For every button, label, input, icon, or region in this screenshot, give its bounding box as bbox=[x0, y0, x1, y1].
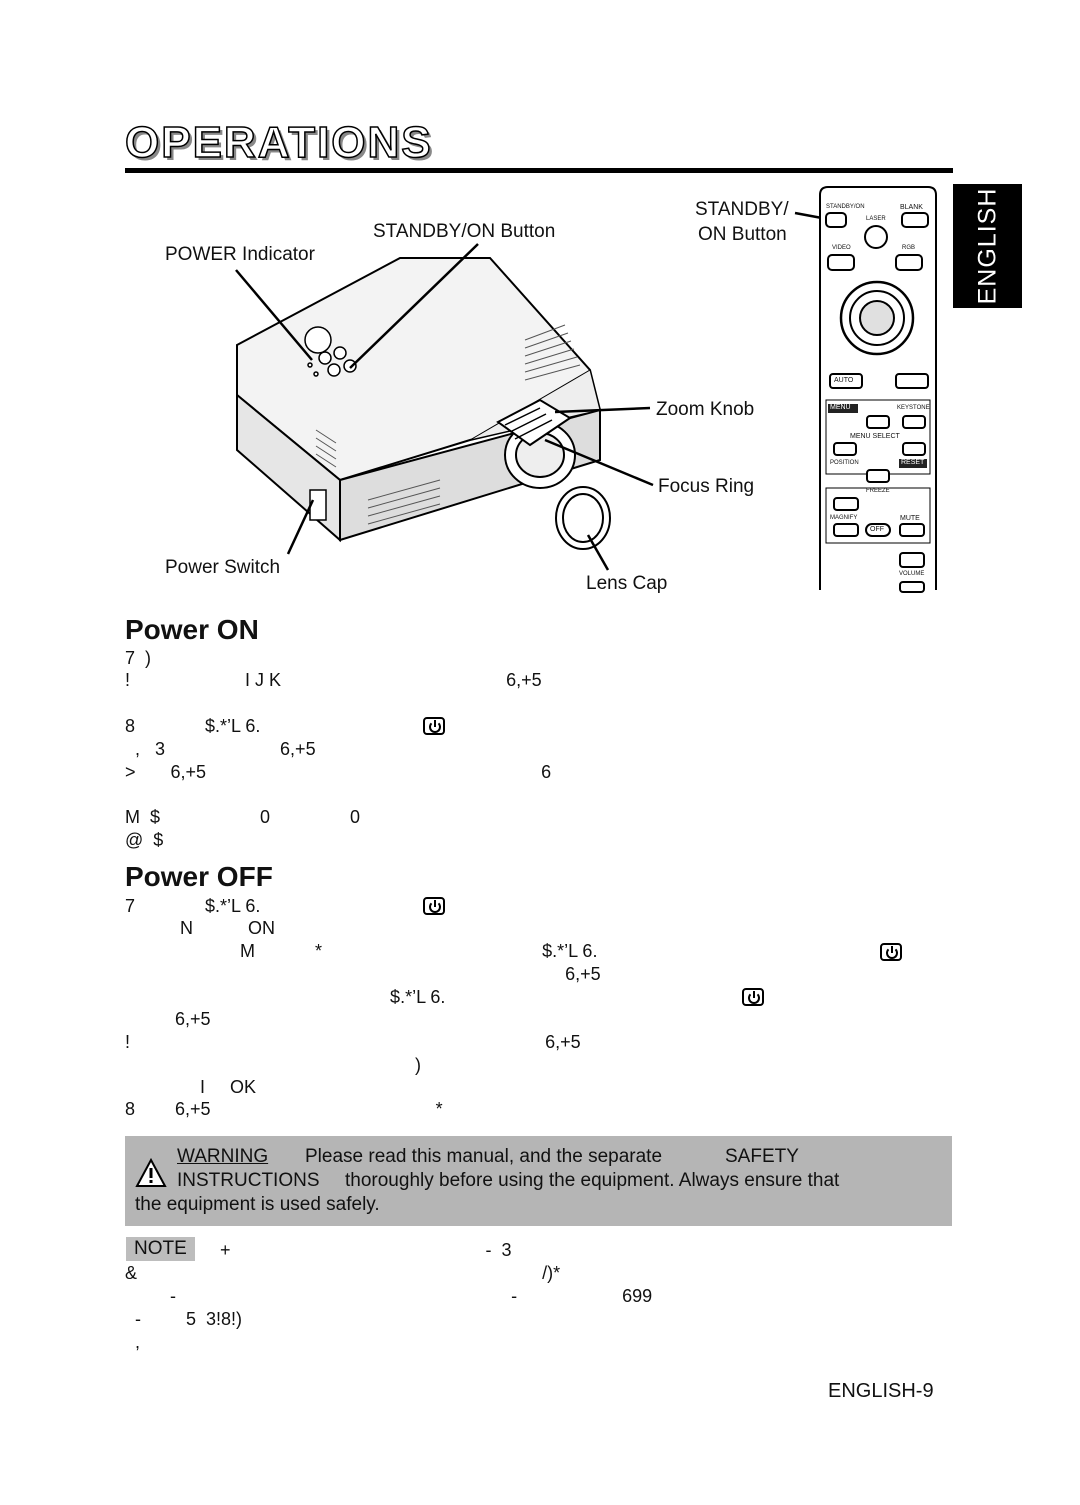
power-indicator-label: POWER Indicator bbox=[165, 244, 315, 265]
power-off-line: 7 $.*’L 6. bbox=[125, 896, 261, 916]
power-on-line: 7 ) bbox=[125, 648, 152, 668]
power-off-line: M * $.*’L 6. bbox=[125, 941, 598, 961]
power-off-heading: Power OFF bbox=[125, 861, 273, 892]
power-off-line: 6,+5 bbox=[125, 1009, 211, 1029]
note-line: - - 699 bbox=[125, 1286, 653, 1306]
remote-standby-label-line2: ON Button bbox=[698, 224, 787, 245]
power-off-line: N ON bbox=[125, 918, 276, 938]
power-on-line: > 6,+5 6 bbox=[125, 762, 552, 782]
power-button-icon bbox=[423, 717, 445, 735]
projector-figure bbox=[235, 186, 937, 593]
power-off-line: ) bbox=[125, 1055, 422, 1075]
warning-instructions: INSTRUCTIONS bbox=[177, 1170, 320, 1191]
warning-icon bbox=[135, 1158, 167, 1187]
remote-off-text: OFF bbox=[870, 526, 884, 533]
power-on-heading: Power ON bbox=[125, 614, 259, 645]
focus-ring-label: Focus Ring bbox=[658, 476, 755, 497]
remote-standby-label-line1: STANDBY/ bbox=[695, 199, 789, 220]
remote-reset-text: RESET bbox=[901, 459, 925, 466]
warning-label: WARNING bbox=[177, 1146, 269, 1167]
power-switch-label: Power Switch bbox=[165, 557, 281, 578]
power-on-line: M $ 0 0 bbox=[125, 807, 361, 827]
note-line: , bbox=[125, 1332, 141, 1352]
remote-volume-text: VOLUME bbox=[899, 571, 925, 577]
power-on-line: 8 $.*’L 6. bbox=[125, 716, 261, 736]
note-line: - 5 3!8!) bbox=[125, 1309, 243, 1329]
top-controls bbox=[304, 326, 357, 377]
page-number: ENGLISH-9 bbox=[828, 1380, 934, 1402]
remote-video-text: VIDEO bbox=[832, 245, 851, 251]
remote-position-text: POSITION bbox=[830, 460, 859, 466]
lens-cap bbox=[555, 486, 611, 550]
zoom-knob-label: Zoom Knob bbox=[656, 399, 755, 420]
power-button-icon bbox=[423, 897, 445, 915]
language-tab: ENGLISH bbox=[953, 184, 1022, 308]
warning-box: WARNING Please read this manual, and the… bbox=[125, 1136, 952, 1226]
warning-line3: the equipment is used safely. bbox=[135, 1194, 380, 1215]
power-on-line: ! I J K 6,+5 bbox=[125, 670, 542, 690]
power-button-icon bbox=[880, 943, 902, 961]
remote-mute-text: MUTE bbox=[900, 515, 920, 522]
note-line: + - 3 bbox=[220, 1240, 512, 1260]
power-on-line: @ $ bbox=[125, 830, 164, 850]
power-off-line: ! 6,+5 bbox=[125, 1032, 581, 1052]
remote-menu-text: MENU bbox=[830, 404, 851, 411]
remote-standby-on-text: STANDBY/ON bbox=[826, 204, 865, 210]
remote-menu-select-text: MENU SELECT bbox=[850, 433, 900, 440]
remote-magnify-text: MAGNIFY bbox=[830, 515, 858, 521]
note-line: & /)* bbox=[125, 1263, 561, 1283]
remote-keystone-text: KEYSTONE bbox=[897, 405, 930, 411]
page-title: OPERATIONS bbox=[124, 117, 433, 168]
standby-on-button-label: STANDBY/ON Button bbox=[373, 221, 556, 242]
warning-line1: Please read this manual, and the separat… bbox=[305, 1146, 663, 1167]
remote-blank-text: BLANK bbox=[900, 204, 923, 211]
warning-safety: SAFETY bbox=[725, 1146, 799, 1167]
remote-laser-text: LASER bbox=[866, 216, 886, 222]
power-off-line: 8 6,+5 * bbox=[125, 1099, 443, 1119]
remote-auto-text: AUTO bbox=[834, 377, 854, 384]
power-on-line: , 3 6,+5 bbox=[125, 739, 316, 759]
title-underline bbox=[125, 168, 953, 173]
power-off-line: $.*’L 6. bbox=[125, 987, 446, 1007]
note-badge: NOTE bbox=[126, 1237, 195, 1261]
remote-control bbox=[819, 186, 937, 593]
warning-line2: thoroughly before using the equipment. A… bbox=[345, 1170, 840, 1191]
lens-cap-label: Lens Cap bbox=[586, 573, 668, 594]
power-off-line: 6,+5 bbox=[125, 964, 601, 984]
power-off-line: I OK bbox=[125, 1077, 257, 1097]
leader-lines bbox=[235, 211, 839, 571]
power-button-icon bbox=[742, 988, 764, 1006]
remote-freeze-text: FREEZE bbox=[866, 488, 890, 494]
remote-rgb-text: RGB bbox=[902, 245, 916, 251]
lens bbox=[496, 398, 576, 489]
